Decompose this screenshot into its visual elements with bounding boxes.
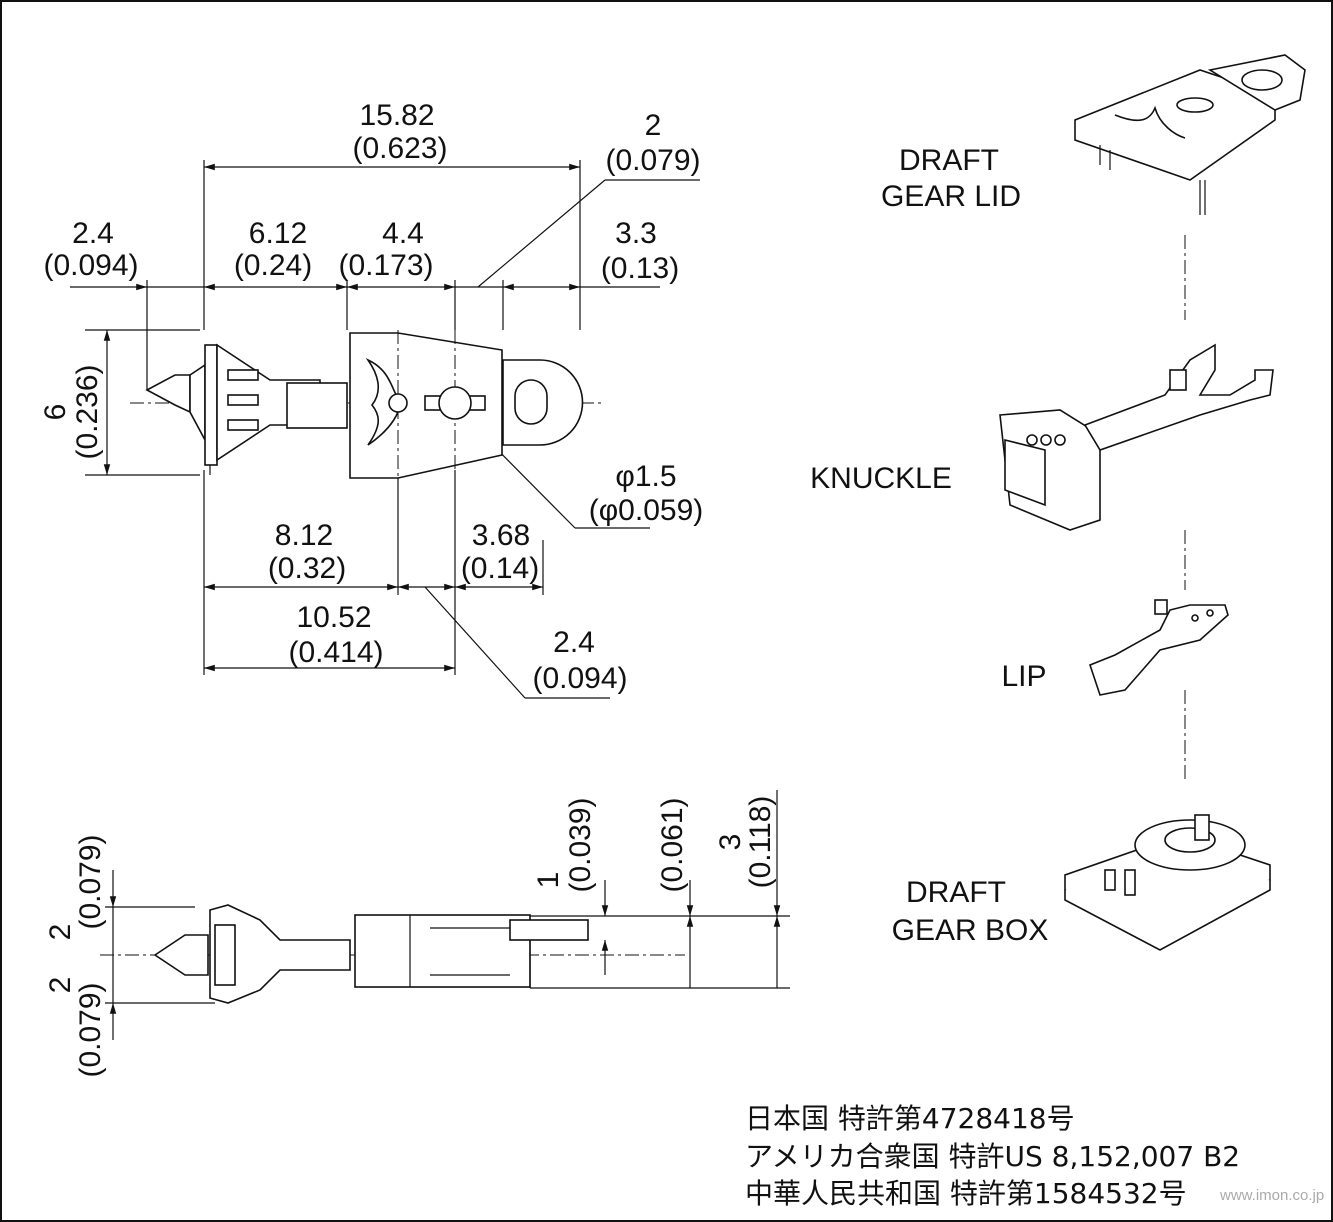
dim-neck-mm: 2 xyxy=(645,109,662,142)
patent-cn: 中華人民共和国 特許第1584532号 xyxy=(745,1177,1187,1210)
knuckle-illustration xyxy=(999,343,1274,531)
dim-tip-in: (0.094) xyxy=(43,249,138,282)
dim-tip-mm: 2.4 xyxy=(72,217,114,250)
label-draft-gear-box-line1: DRAFT xyxy=(906,876,1006,909)
side-view-dim-text: 2 (0.079) 2 (0.079) 1 (0.039) (0.061) 3 … xyxy=(44,796,777,1078)
label-draft-gear-box-line2: GEAR BOX xyxy=(892,914,1049,947)
dim-height-mm: 6 xyxy=(39,404,72,421)
dim-boxend-mm: 10.52 xyxy=(296,601,371,634)
dim-pinend-in: (0.14) xyxy=(461,552,539,585)
patent-us: アメリカ合衆国 特許US 8,152,007 B2 xyxy=(745,1140,1240,1173)
dim-pin-in: (φ0.059) xyxy=(589,494,704,527)
patent-notes: 日本国 特許第4728418号 アメリカ合衆国 特許US 8,152,007 B… xyxy=(745,1102,1324,1210)
dim-height-in: (0.236) xyxy=(71,364,104,459)
dim-shank1-mm: 1 xyxy=(532,872,565,889)
dim-overall-in: (0.623) xyxy=(352,132,447,165)
dim-overall-mm: 15.82 xyxy=(359,99,434,132)
dim-flange-in: (0.24) xyxy=(234,249,312,282)
label-knuckle: KNUCKLE xyxy=(810,462,952,495)
dim-boxend-in: (0.414) xyxy=(288,636,383,669)
top-view-dimensions xyxy=(70,160,700,699)
coupler-top-view xyxy=(130,330,605,480)
lip-illustration xyxy=(1089,599,1229,696)
dim-side-top-mm: 2 xyxy=(44,924,77,941)
coupler-side-view xyxy=(153,904,589,1004)
patent-jp: 日本国 特許第4728418号 xyxy=(745,1102,1075,1135)
label-draft-gear-lid-line2: GEAR LID xyxy=(881,180,1021,213)
dim-side-bottom-mm: 2 xyxy=(44,977,77,994)
dim-gap-in: (0.094) xyxy=(532,662,627,695)
dim-flange-mm: 6.12 xyxy=(249,217,307,250)
dim-pinend-mm: 3.68 xyxy=(472,519,530,552)
dim-pin-mm: φ1.5 xyxy=(615,460,676,493)
dim-gap-mm: 2.4 xyxy=(553,626,595,659)
exploded-parts: DRAFT GEAR LID KNUCKLE LIP DRAFT GEAR BO… xyxy=(810,54,1306,951)
watermark: www.imon.co.jp xyxy=(1219,1187,1324,1204)
label-lip: LIP xyxy=(1001,660,1046,693)
dim-shank3-in: (0.118) xyxy=(744,796,777,889)
dim-shank3-mm: 3 xyxy=(714,834,747,851)
dim-neck-in: (0.079) xyxy=(605,144,700,177)
dim-shank1-in: (0.039) xyxy=(564,797,597,892)
draft-gear-lid-illustration xyxy=(1074,54,1306,215)
dim-shank2-in: (0.061) xyxy=(656,797,689,892)
draft-gear-box-illustration xyxy=(1064,814,1271,951)
dim-side-top-in: (0.079) xyxy=(74,834,107,929)
dim-side-bottom-in: (0.079) xyxy=(74,982,107,1077)
label-draft-gear-lid-line1: DRAFT xyxy=(899,144,999,177)
dim-tail-mm: 3.3 xyxy=(615,217,657,250)
dim-tail-in: (0.13) xyxy=(601,252,679,285)
dim-axis-mm: 8.12 xyxy=(275,519,333,552)
top-view-dim-text: 15.82 (0.623) 2 (0.079) 2.4 (0.094) 6.12… xyxy=(39,99,703,695)
dim-box-mm: 4.4 xyxy=(382,217,424,250)
side-view-dimensions xyxy=(100,790,790,1040)
dim-box-in: (0.173) xyxy=(338,249,433,282)
dim-axis-in: (0.32) xyxy=(268,552,346,585)
